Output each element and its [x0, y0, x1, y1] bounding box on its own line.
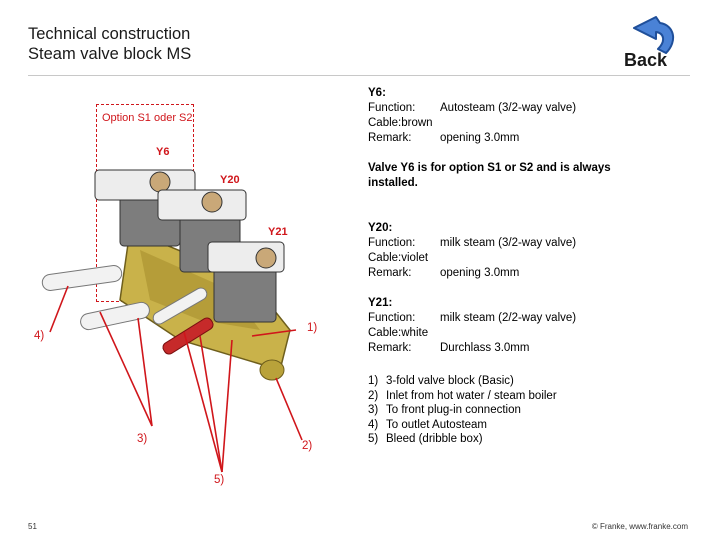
y20-function-key: Function:: [368, 237, 416, 249]
y6-note-line-2: installed.: [368, 177, 418, 189]
list-item: 2) Inlet from hot water / steam boiler: [368, 389, 557, 404]
valve-y6: [94, 169, 196, 247]
list-item: 4) To outlet Autosteam: [368, 418, 557, 433]
option-label: Option S1 oder S2: [102, 112, 193, 124]
y21-function-value: milk steam (2/2-way valve): [440, 312, 577, 324]
back-button[interactable]: Back: [620, 14, 682, 74]
valve-info: Y6: Function: Autosteam (3/2-way valve) C…: [368, 86, 668, 356]
callout-2: 2): [302, 440, 313, 452]
y6-function-value: Autosteam (3/2-way valve): [440, 102, 577, 114]
list-item: 3) To front plug-in connection: [368, 403, 557, 418]
title-divider: [28, 75, 690, 76]
title-line-1: Technical construction: [28, 25, 191, 43]
label-y21: Y21: [268, 226, 288, 238]
y21-remark-value: Durchlass 3.0mm: [440, 342, 530, 354]
legend-text: Inlet from hot water / steam boiler: [386, 389, 557, 402]
legend-num: 2): [368, 389, 379, 402]
page-number: 51: [28, 522, 37, 531]
legend-list: 1) 3-fold valve block (Basic) 2) Inlet fro…: [368, 374, 557, 447]
legend-text: Bleed (dribble box): [386, 433, 483, 446]
page-title: Technical construction Steam valve block…: [28, 24, 191, 64]
curved-back-arrow-icon: [633, 16, 675, 54]
legend-text: To outlet Autosteam: [386, 418, 488, 431]
list-item: 1) 3-fold valve block (Basic): [368, 374, 557, 389]
y20-cable: Cable:violet: [368, 252, 429, 264]
y21-function-key: Function:: [368, 312, 416, 324]
legend-text: 3-fold valve block (Basic): [386, 375, 514, 387]
callout-1: 1): [307, 322, 318, 334]
y6-remark-key: Remark:: [368, 132, 412, 144]
label-y6: Y6: [156, 146, 170, 158]
legend-text: To front plug-in connection: [386, 404, 521, 417]
legend-num: 4): [368, 418, 379, 431]
callout-3: 3): [137, 433, 148, 445]
legend-num: 5): [368, 433, 379, 446]
valve-y21: [207, 241, 285, 323]
callout-5: 5): [214, 474, 225, 486]
y6-remark-value: opening 3.0mm: [440, 132, 520, 144]
y21-heading: Y21:: [368, 297, 393, 309]
y20-remark-key: Remark:: [368, 267, 412, 279]
y20-function-value: milk steam (3/2-way valve): [440, 237, 577, 249]
copyright: © Franke, www.franke.com: [591, 522, 688, 531]
y20-heading: Y20:: [368, 222, 393, 234]
y20-remark-value: opening 3.0mm: [440, 267, 520, 279]
y6-note-line-1: Valve Y6 is for option S1 or S2 and is a…: [368, 162, 611, 174]
callout-4: 4): [34, 330, 45, 342]
y6-function-key: Function:: [368, 102, 416, 114]
list-item: 5) Bleed (dribble box): [368, 432, 557, 447]
title-line-2: Steam valve block MS: [28, 45, 192, 63]
label-y20: Y20: [220, 174, 240, 186]
back-label: Back: [624, 50, 668, 70]
legend-num: 1): [368, 375, 379, 387]
y6-cable: Cable:brown: [368, 117, 433, 129]
y21-remark-key: Remark:: [368, 342, 412, 354]
y21-cable: Cable:white: [368, 327, 429, 339]
valve-block-illustration: [41, 169, 303, 473]
y6-heading: Y6:: [368, 87, 386, 99]
legend-num: 3): [368, 404, 379, 417]
